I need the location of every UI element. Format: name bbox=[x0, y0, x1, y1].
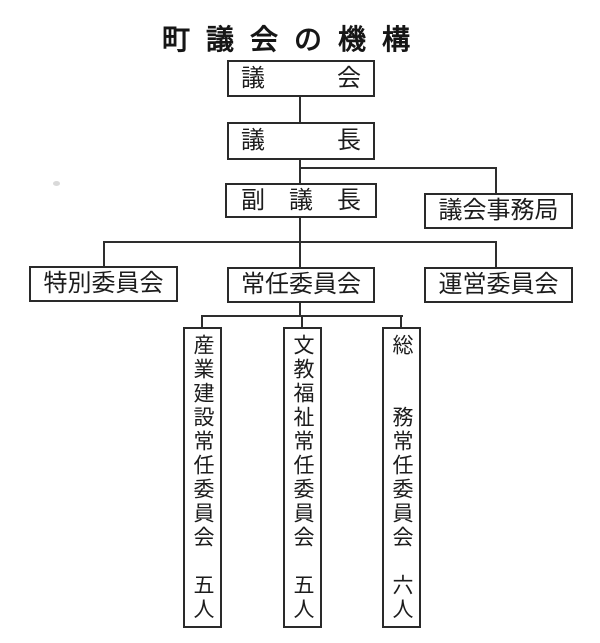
connector-drop-tokubetsu bbox=[103, 241, 105, 267]
node-sangyo-kensetsu-iinkai-label: 産業建設常任委員会 五人 bbox=[191, 334, 215, 622]
connector-drop-bunkyo bbox=[301, 315, 303, 328]
node-gicho: 議 長 bbox=[227, 122, 375, 160]
node-bunkyo-fukushi-iinkai-label: 文教福祉常任委員会 五人 bbox=[291, 334, 315, 622]
node-gikai: 議 会 bbox=[227, 60, 375, 97]
connector-committee-row bbox=[104, 241, 497, 243]
node-fuku-gicho: 副 議 長 bbox=[225, 183, 377, 218]
scan-artifact-dot bbox=[53, 181, 60, 186]
connector-jonin-down bbox=[299, 303, 301, 317]
connector-gikai-gicho bbox=[299, 97, 301, 122]
node-gicho-label: 議 長 bbox=[241, 128, 361, 154]
node-somu-iinkai: 総 務常任委員会 六人 bbox=[382, 327, 421, 628]
node-jimukyoku: 議会事務局 bbox=[424, 193, 573, 229]
connector-drop-jimukyoku bbox=[495, 167, 497, 194]
node-gikai-label: 議 会 bbox=[241, 65, 361, 92]
node-unei-iinkai-label: 運営委員会 bbox=[438, 272, 559, 298]
connector-gicho-down bbox=[299, 160, 301, 183]
chart-title: 町議会の機構 bbox=[162, 24, 427, 55]
node-jimukyoku-label: 議会事務局 bbox=[438, 198, 559, 224]
connector-drop-unei bbox=[495, 241, 497, 268]
node-bunkyo-fukushi-iinkai: 文教福祉常任委員会 五人 bbox=[283, 327, 322, 628]
node-sangyo-kensetsu-iinkai: 産業建設常任委員会 五人 bbox=[183, 327, 222, 628]
connector-drop-sangyo bbox=[201, 315, 203, 328]
node-unei-iinkai: 運営委員会 bbox=[424, 267, 573, 303]
connector-branch-jimukyoku bbox=[300, 167, 497, 169]
node-jonin-iinkai: 常任委員会 bbox=[227, 267, 375, 303]
node-tokubetsu-iinkai: 特別委員会 bbox=[29, 266, 178, 302]
connector-drop-somu bbox=[400, 315, 402, 328]
node-somu-iinkai-label: 総 務常任委員会 六人 bbox=[390, 334, 414, 622]
node-tokubetsu-iinkai-label: 特別委員会 bbox=[43, 271, 164, 297]
node-fuku-gicho-label: 副 議 長 bbox=[241, 187, 361, 214]
node-jonin-iinkai-label: 常任委員会 bbox=[241, 272, 361, 298]
